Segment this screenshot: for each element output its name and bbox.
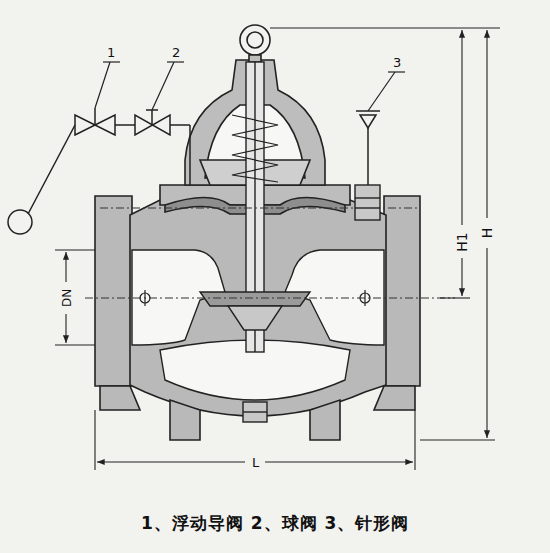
spring	[232, 115, 278, 182]
leader-line	[95, 62, 405, 111]
pilot-pipe	[28, 125, 368, 214]
dimension-label: H1	[455, 232, 469, 251]
dimension-label: H	[480, 228, 494, 239]
fitting	[355, 185, 380, 220]
bolt-mark	[140, 290, 370, 306]
dimension-line	[55, 28, 500, 470]
callout-number: 1	[107, 46, 115, 59]
valve-symbol	[8, 108, 380, 234]
stem	[200, 62, 310, 422]
callout-number: 2	[172, 46, 180, 59]
dimension-label: DN	[61, 288, 73, 308]
callout-number: 3	[393, 56, 401, 69]
caption: 1、浮动导阀 2、球阀 3、针形阀	[141, 515, 409, 532]
center-line	[85, 208, 455, 298]
dimension-label: L	[251, 456, 260, 469]
